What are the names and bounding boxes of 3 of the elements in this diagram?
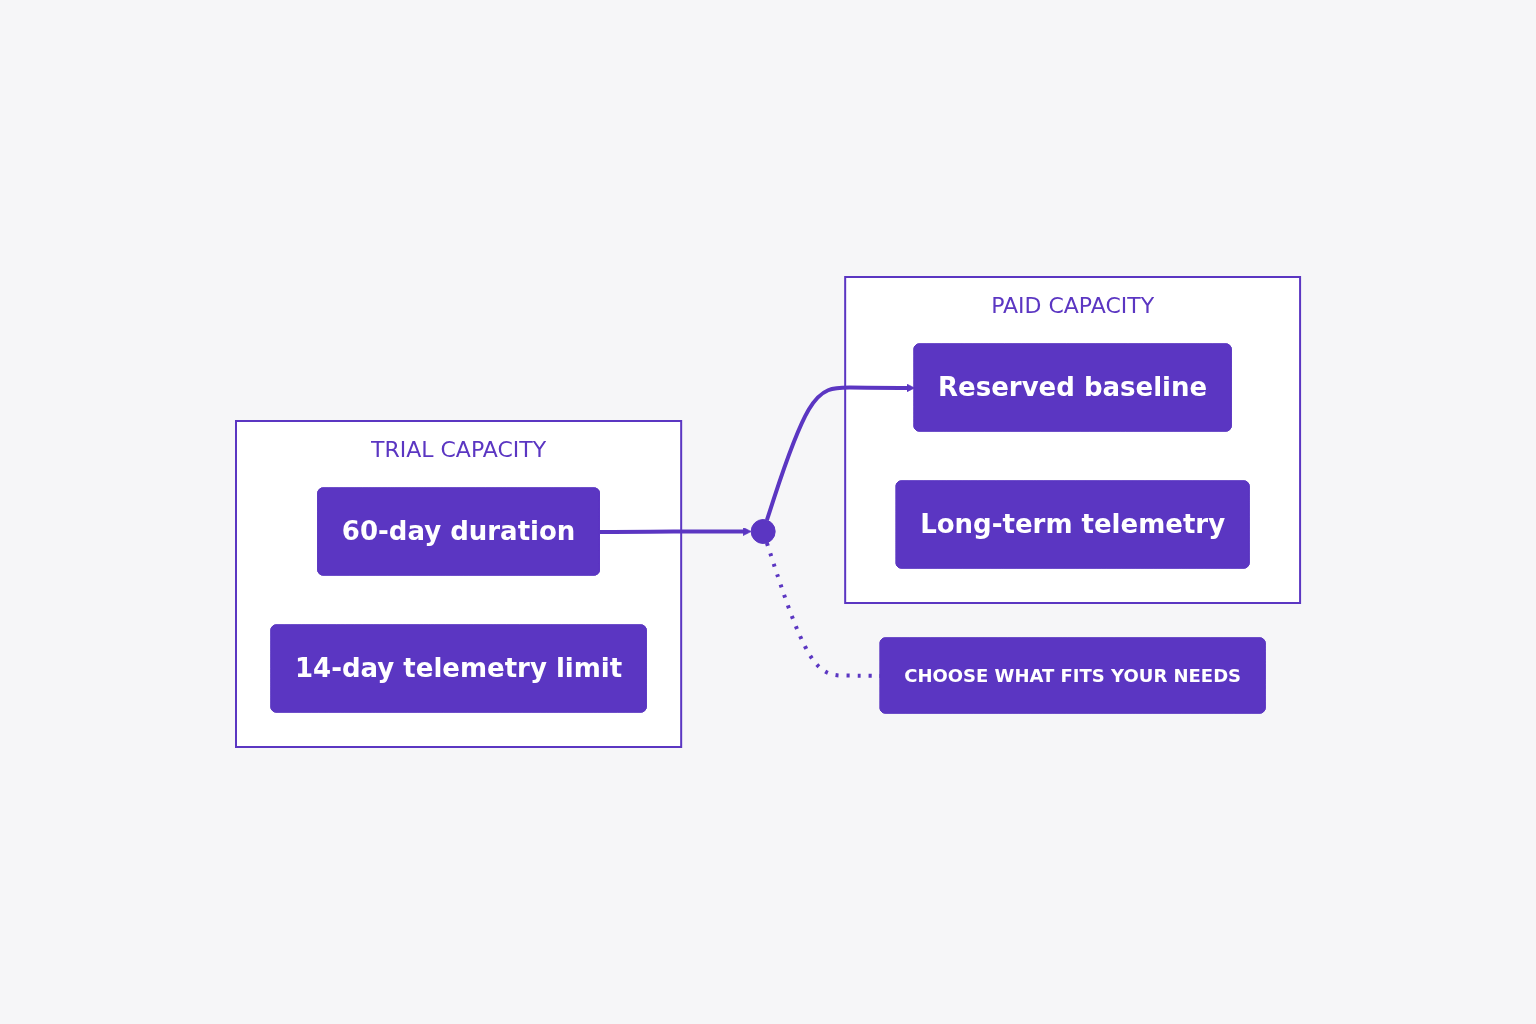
node-circle xyxy=(750,519,776,544)
arrow xyxy=(599,527,752,536)
arrow xyxy=(764,383,915,521)
